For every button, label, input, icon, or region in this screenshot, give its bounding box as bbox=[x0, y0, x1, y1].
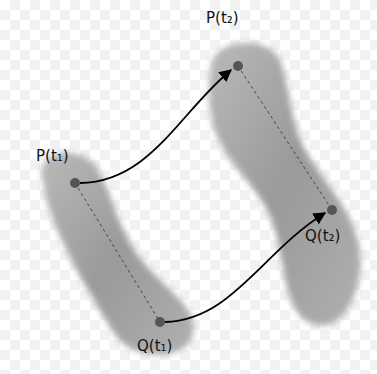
point-marker bbox=[155, 317, 165, 327]
point-marker bbox=[327, 205, 337, 215]
motion-arrow bbox=[165, 213, 325, 322]
point-marker bbox=[233, 61, 243, 71]
point-label: Q(t₁) bbox=[137, 338, 172, 355]
body-shape bbox=[42, 153, 194, 355]
dashed-link bbox=[75, 183, 160, 322]
body-shape bbox=[209, 43, 361, 326]
point-marker bbox=[70, 178, 80, 188]
point-label: P(t₁) bbox=[36, 148, 69, 165]
dashed-link bbox=[238, 66, 332, 210]
point-label: Q(t₂) bbox=[305, 228, 340, 245]
motion-arrow bbox=[80, 70, 231, 183]
point-label: P(t₂) bbox=[206, 10, 239, 27]
